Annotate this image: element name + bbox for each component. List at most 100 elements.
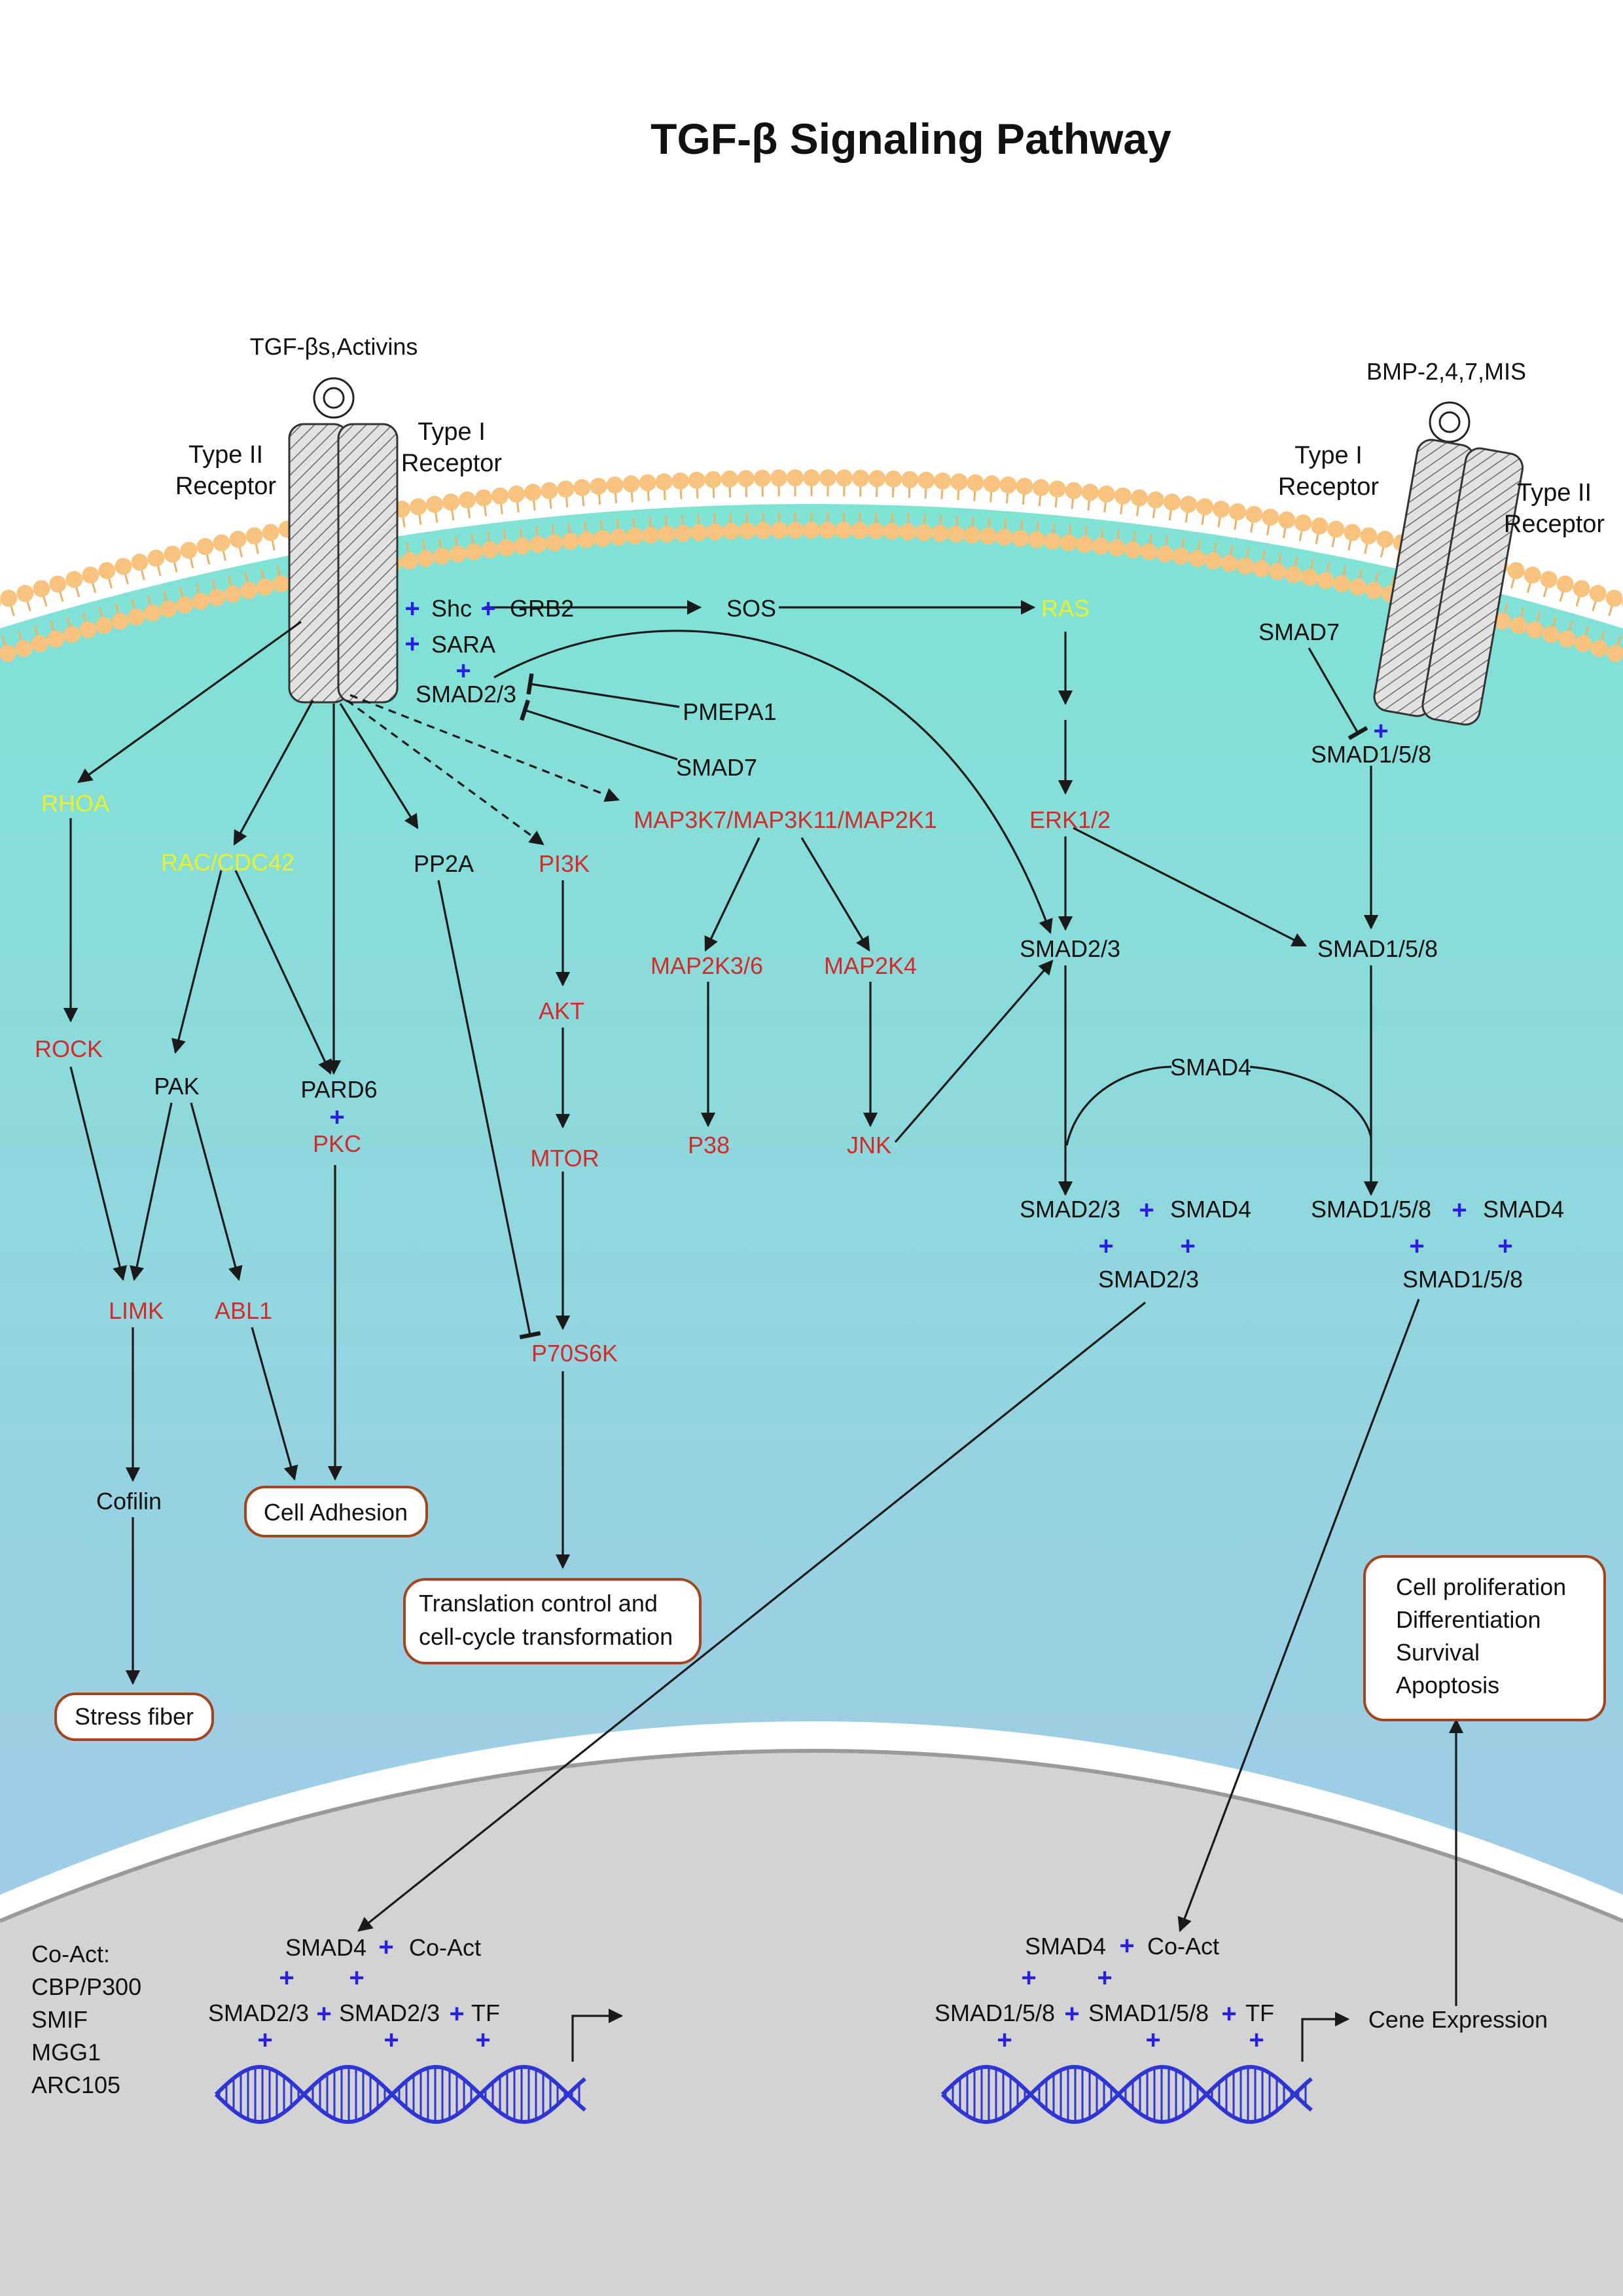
node-rac-cdc42: RAC/CDC42	[161, 849, 294, 876]
dna-helix-left-icon	[214, 2064, 586, 2125]
svg-text:MGG1: MGG1	[31, 2039, 101, 2066]
node-pi3k: PI3K	[539, 850, 590, 877]
svg-text:SMAD4: SMAD4	[1025, 1933, 1106, 1960]
node-sara: SARA	[431, 631, 495, 658]
node-rhoa: RHOA	[41, 790, 109, 817]
receptor-label-left-type2: Type II Receptor	[175, 441, 277, 500]
svg-text:Stress fiber: Stress fiber	[75, 1703, 194, 1730]
svg-text:+: +	[1097, 1964, 1112, 1992]
ligand-bmp-label: BMP-2,4,7,MIS	[1366, 358, 1526, 385]
node-p70s6k: P70S6K	[531, 1340, 618, 1367]
svg-text:Apoptosis: Apoptosis	[1396, 1672, 1499, 1698]
node-limk: LIMK	[109, 1297, 164, 1324]
plus-complex-right-a: +	[1409, 1232, 1424, 1261]
svg-text:+: +	[257, 2026, 272, 2054]
node-cofilin: Cofilin	[96, 1488, 162, 1515]
svg-text:SMAD2/3: SMAD2/3	[208, 2000, 309, 2026]
plus-sara-smad23: +	[455, 656, 471, 685]
svg-text:+: +	[316, 2000, 331, 2028]
svg-text:+: +	[279, 1964, 294, 1992]
node-ras: RAS	[1041, 595, 1090, 622]
node-abl1: ABL1	[215, 1297, 272, 1324]
svg-text:SMAD1/5/8: SMAD1/5/8	[1088, 2000, 1209, 2026]
svg-text:Type II: Type II	[188, 441, 263, 469]
plus-shc-grb2: +	[480, 594, 495, 623]
left-receptor-icon	[288, 423, 399, 704]
plus-pard6-pkc: +	[329, 1103, 344, 1132]
plus-complex-right-b: +	[1497, 1232, 1512, 1261]
right-receptor-icon	[1373, 439, 1524, 726]
svg-text:+: +	[997, 2026, 1012, 2054]
node-pmepa1: PMEPA1	[683, 698, 776, 725]
svg-text:Co-Act: Co-Act	[409, 1934, 481, 1961]
receptor-label-left-type1: Type I Receptor	[401, 418, 503, 477]
svg-text:Type I: Type I	[1294, 442, 1363, 469]
receptor-label-right-type1: Type I Receptor	[1278, 442, 1380, 501]
svg-text:Receptor: Receptor	[1504, 511, 1605, 538]
svg-text:Receptor: Receptor	[1278, 473, 1380, 501]
node-pak: PAK	[154, 1073, 199, 1100]
svg-text:+: +	[383, 2026, 399, 2054]
svg-text:Type I: Type I	[418, 418, 486, 446]
svg-text:Survival: Survival	[1396, 1639, 1480, 1666]
svg-text:+: +	[1119, 1931, 1134, 1960]
complex-left-smad23-b: SMAD2/3	[1098, 1266, 1199, 1293]
node-smad4-mid: SMAD4	[1170, 1054, 1251, 1081]
plus-complex-left-a: +	[1098, 1232, 1113, 1261]
pathway-arrows	[63, 600, 1464, 2062]
svg-text:+: +	[1221, 2000, 1236, 2028]
node-smad158-mid: SMAD1/5/8	[1317, 935, 1438, 962]
receptor-label-right-type2: Type II Receptor	[1504, 479, 1605, 538]
svg-text:SMAD4: SMAD4	[285, 1934, 366, 1961]
svg-text:+: +	[1064, 2000, 1079, 2028]
node-smad7-right: SMAD7	[1258, 619, 1340, 645]
node-pkc: PKC	[313, 1130, 361, 1157]
svg-text:Receptor: Receptor	[175, 473, 277, 500]
svg-text:Cell proliferation: Cell proliferation	[1396, 1573, 1566, 1600]
dna-helix-right-icon	[940, 2064, 1313, 2125]
plus-receptor-shc: +	[404, 594, 419, 623]
smad23-smad4-complex: SMAD2/3 + SMAD4 + + SMAD2/3	[1020, 1196, 1251, 1293]
node-pard6: PARD6	[300, 1076, 377, 1103]
svg-text:TF: TF	[471, 2000, 500, 2026]
svg-text:TF: TF	[1245, 2000, 1274, 2026]
complex-right-smad158-b: SMAD1/5/8	[1402, 1266, 1523, 1293]
svg-text:+: +	[378, 1933, 393, 1962]
svg-text:ARC105: ARC105	[31, 2072, 120, 2098]
svg-text:Co-Act:: Co-Act:	[31, 1941, 110, 1967]
plus-complex-left-b: +	[1180, 1232, 1195, 1261]
gene-expression-label: Cene Expression	[1368, 2006, 1548, 2033]
node-sos: SOS	[726, 595, 776, 622]
svg-text:+: +	[449, 2000, 464, 2028]
ligand-bmp-icon	[1429, 401, 1471, 443]
node-smad23-mid: SMAD2/3	[1020, 935, 1120, 962]
svg-text:Translation control and: Translation control and	[419, 1590, 658, 1617]
complex-right-smad158: SMAD1/5/8	[1311, 1196, 1431, 1223]
svg-text:Co-Act: Co-Act	[1147, 1933, 1219, 1960]
outcome-cell-fate: Cell proliferation Differentiation Survi…	[1363, 1555, 1606, 1721]
plus-receptor-sara: +	[404, 630, 419, 658]
outcome-translation-control: Translation control and cell-cycle trans…	[403, 1578, 702, 1664]
node-smad23-top: SMAD2/3	[416, 681, 516, 708]
node-smad7-left: SMAD7	[676, 754, 757, 781]
ligand-tgf-icon	[313, 377, 355, 419]
coactivator-list: Co-Act: CBP/P300 SMIF MGG1 ARC105	[31, 1941, 141, 2098]
outcome-stress-fiber: Stress fiber	[54, 1693, 214, 1741]
plus-complex-right: +	[1452, 1196, 1467, 1225]
nuclear-complex-left: SMAD4 + Co-Act + + SMAD2/3 + SMAD2/3 + T…	[208, 1933, 500, 2054]
svg-text:cell-cycle transformation: cell-cycle transformation	[419, 1623, 673, 1650]
svg-text:Type II: Type II	[1517, 479, 1592, 507]
nuclear-complex-right: SMAD4 + Co-Act + + SMAD1/5/8 + SMAD1/5/8…	[935, 1931, 1274, 2054]
svg-text:+: +	[349, 1964, 364, 1992]
svg-text:+: +	[475, 2026, 490, 2054]
node-map2k4: MAP2K4	[824, 952, 917, 979]
complex-left-smad23: SMAD2/3	[1020, 1196, 1120, 1223]
plus-receptor-smad158: +	[1373, 717, 1388, 745]
node-mtor: MTOR	[530, 1145, 599, 1172]
svg-text:+: +	[1249, 2026, 1264, 2054]
ligand-tgf-label: TGF-βs,Activins	[250, 333, 418, 360]
node-smad158-top: SMAD1/5/8	[1311, 741, 1431, 768]
nucleus-outline	[0, 1749, 1623, 1923]
complex-left-smad4: SMAD4	[1170, 1196, 1251, 1223]
